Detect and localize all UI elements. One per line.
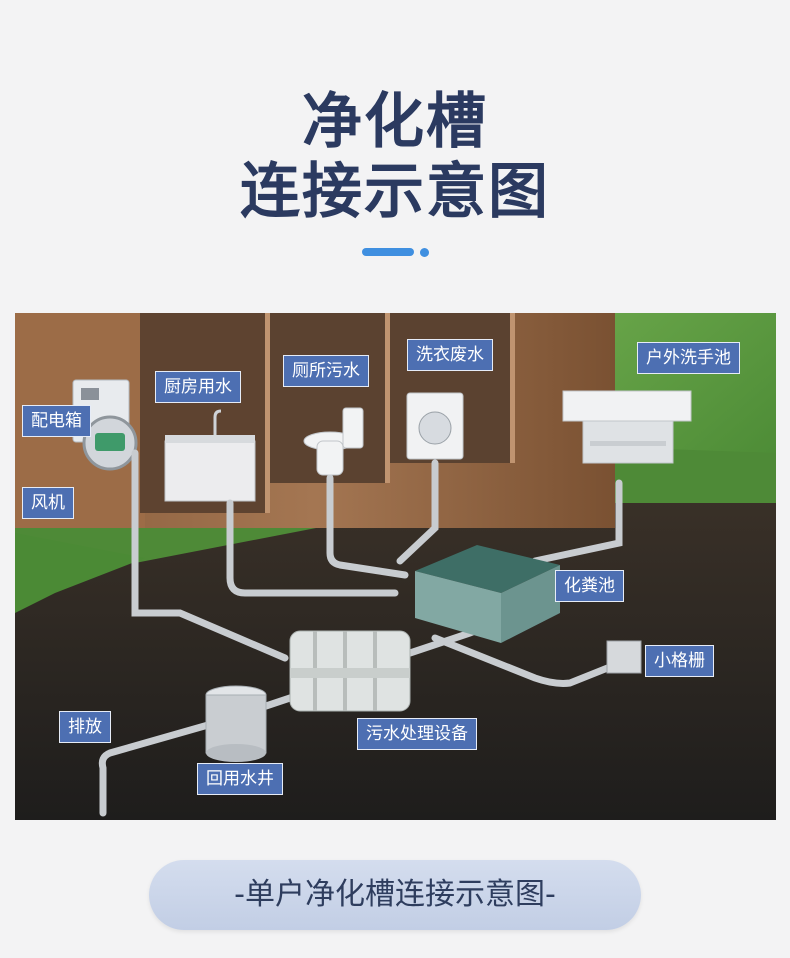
page-subtitle: 连接示意图 [240,157,550,227]
caption-text: -单户净化槽连接示意图- [234,877,556,912]
label-small-grate: 小格栅 [645,645,714,677]
connection-diagram: 配电箱 风机 厨房用水 厕所污水 洗衣废水 户外洗手池 化粪池 小格栅 污水处理… [15,313,776,820]
label-kitchen-water: 厨房用水 [155,371,241,403]
reuse-well-body [205,694,267,754]
label-treatment-equipment: 污水处理设备 [357,718,477,750]
label-septic-tank: 化粪池 [555,570,624,602]
label-toilet-sewage: 厕所污水 [283,355,369,387]
small-grate [606,640,642,674]
label-distribution-box: 配电箱 [22,405,91,437]
caption-pill: -单户净化槽连接示意图- [149,860,641,930]
label-discharge: 排放 [59,711,111,743]
kitchen-sink [164,440,256,502]
title-accent-dot [420,248,429,257]
label-fan: 风机 [22,487,74,519]
page-title: 净化槽 [302,87,488,157]
label-laundry-wastewater: 洗衣废水 [407,339,493,371]
septic-tank-front [415,571,501,643]
label-outdoor-sink: 户外洗手池 [637,342,740,374]
outdoor-sink [562,390,692,422]
pipe-toilet [326,474,409,579]
pipe-discharge [98,689,309,817]
pipe-septic-out [431,634,624,687]
treatment-unit [289,630,411,712]
septic-tank-side [501,565,560,643]
septic-tank-top [415,545,560,593]
ground-left [15,473,145,613]
pipe-fan [131,449,289,662]
pipe-laundry [396,459,439,565]
pipe-kitchen [226,499,399,597]
title-accent-bar [362,248,414,256]
pipe-outdoor [531,479,623,565]
label-reuse-well: 回用水井 [197,763,283,795]
